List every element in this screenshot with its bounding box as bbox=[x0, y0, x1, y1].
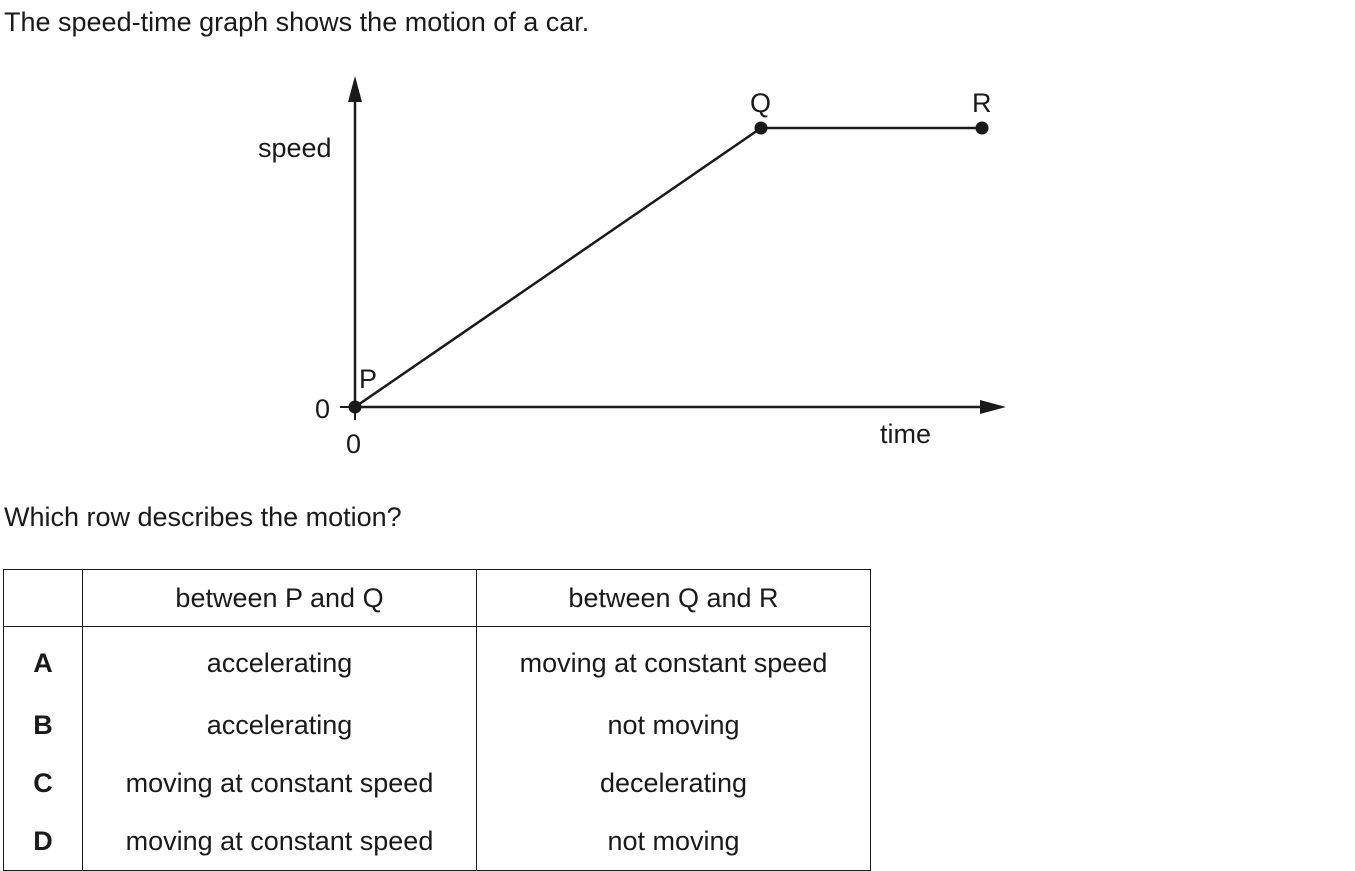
answer-table: between P and Q between Q and R A accele… bbox=[3, 569, 871, 871]
segment-p-q bbox=[354, 126, 762, 409]
table-row: B accelerating not moving bbox=[3, 696, 871, 755]
table-header-row: between P and Q between Q and R bbox=[3, 569, 871, 627]
row-p-q-cell: accelerating bbox=[82, 696, 477, 755]
point-r-marker bbox=[975, 121, 989, 135]
row-q-r-cell: moving at constant speed bbox=[476, 626, 871, 697]
table-row: C moving at constant speed decelerating bbox=[3, 754, 871, 813]
point-p-label: P bbox=[359, 364, 377, 394]
header-between-q-r: between Q and R bbox=[476, 569, 871, 627]
point-r-label: R bbox=[972, 88, 992, 118]
header-letter-cell bbox=[3, 569, 83, 627]
intro-text: The speed-time graph shows the motion of… bbox=[4, 7, 590, 37]
row-letter: A bbox=[3, 626, 83, 697]
speed-time-graph: speed time 0 0 P Q R bbox=[258, 76, 1006, 459]
y-axis-arrowhead bbox=[348, 76, 362, 102]
row-q-r-cell: not moving bbox=[476, 812, 871, 871]
table-row: D moving at constant speed not moving bbox=[3, 812, 871, 871]
question-text: Which row describes the motion? bbox=[4, 502, 402, 532]
x-origin-label: 0 bbox=[346, 429, 361, 459]
row-q-r-cell: decelerating bbox=[476, 754, 871, 813]
y-axis-label: speed bbox=[258, 133, 332, 163]
x-axis-label: time bbox=[880, 419, 931, 449]
x-axis-arrowhead bbox=[980, 400, 1006, 414]
header-between-p-q: between P and Q bbox=[82, 569, 477, 627]
row-p-q-cell: moving at constant speed bbox=[82, 754, 477, 813]
row-letter: B bbox=[3, 696, 83, 755]
row-p-q-cell: accelerating bbox=[82, 626, 477, 697]
row-q-r-cell: not moving bbox=[476, 696, 871, 755]
y-origin-label: 0 bbox=[315, 394, 330, 424]
table-row: A accelerating moving at constant speed bbox=[3, 626, 871, 697]
row-p-q-cell: moving at constant speed bbox=[82, 812, 477, 871]
row-letter: C bbox=[3, 754, 83, 813]
point-q-marker bbox=[754, 121, 768, 135]
point-q-label: Q bbox=[750, 88, 771, 118]
point-p-marker bbox=[348, 400, 362, 414]
row-letter: D bbox=[3, 812, 83, 871]
